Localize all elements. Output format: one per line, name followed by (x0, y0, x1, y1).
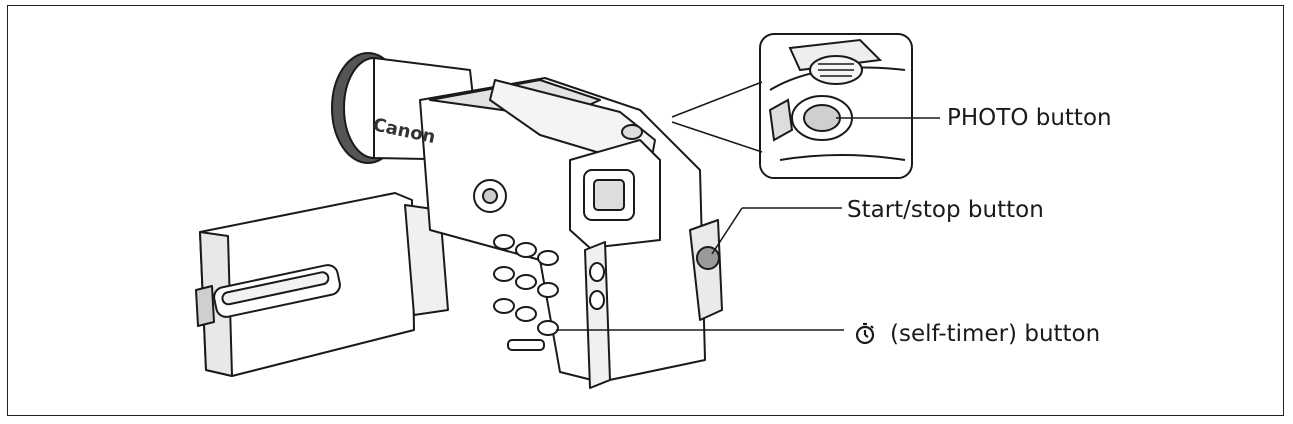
self-timer-button-label-group: (self-timer) button (854, 322, 1100, 346)
viewfinder (570, 140, 660, 248)
self-timer-button (538, 321, 558, 335)
lcd-panel (196, 193, 414, 376)
button-cluster (494, 235, 558, 350)
photo-button-label: PHOTO button (947, 107, 1112, 130)
self-timer-icon (854, 322, 876, 346)
inset-detail (760, 34, 912, 178)
projection-lines (672, 82, 762, 152)
start-stop-button-label: Start/stop button (847, 199, 1044, 222)
photo-button (804, 105, 840, 131)
self-timer-button-label: (self-timer) button (890, 323, 1100, 346)
start-stop-button (697, 247, 719, 269)
